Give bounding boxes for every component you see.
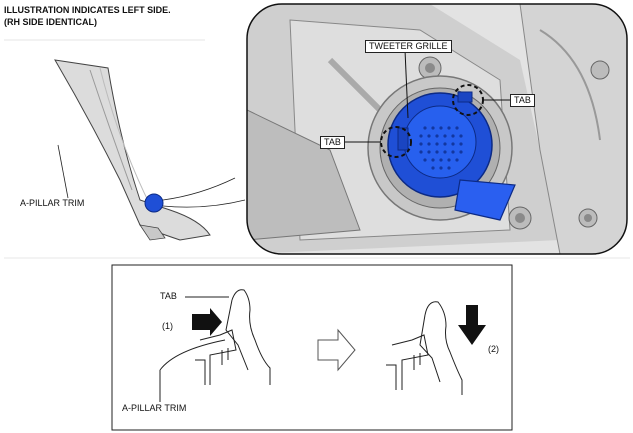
- transition-arrow: [317, 328, 356, 372]
- procedure-tab-label: TAB: [160, 291, 177, 301]
- a-pillar-trim-label: A-PILLAR TRIM: [20, 198, 85, 208]
- detail-zoom: [246, 3, 628, 255]
- state-after: [386, 301, 463, 395]
- step-2-label: (2): [488, 344, 499, 354]
- note-line-2: (RH SIDE IDENTICAL): [4, 17, 97, 27]
- tweeter-grille-label: TWEETER GRILLE: [365, 40, 452, 53]
- tweeter-grille-detail: [387, 91, 516, 221]
- a-pillar-leader: [57, 144, 69, 199]
- tweeter-grille-small: [144, 193, 164, 213]
- procedure-a-pillar-label: A-PILLAR TRIM: [122, 403, 187, 413]
- a-pillar-trim-overview: [54, 59, 246, 241]
- note-line-1: ILLUSTRATION INDICATES LEFT SIDE.: [4, 5, 171, 15]
- zoom-bubble-border: [246, 3, 628, 255]
- tab-right-label: TAB: [510, 94, 535, 107]
- arrow-step-1: [192, 308, 222, 336]
- tab-highlight-left: [380, 126, 412, 158]
- procedure-panel: [111, 264, 513, 431]
- illustration-note: ILLUSTRATION INDICATES LEFT SIDE. (RH SI…: [4, 4, 171, 28]
- step-1-label: (1): [162, 321, 173, 331]
- arrow-step-2: [458, 305, 486, 345]
- state-before: [159, 289, 271, 402]
- tab-left-label: TAB: [320, 136, 345, 149]
